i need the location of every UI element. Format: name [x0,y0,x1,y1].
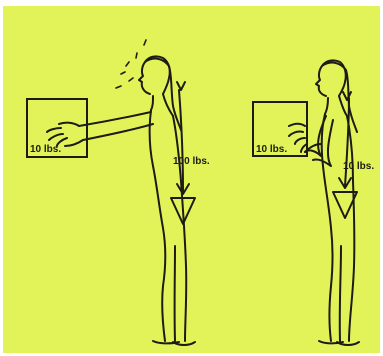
left-load-label: 100 lbs. [173,156,210,167]
right-load-label: 10 lbs. [343,161,374,172]
right-load-line [345,98,349,186]
right-figure: 10 lbs. 10 lbs. [253,60,374,345]
left-figure: 10 lbs. 100 lbs [27,40,210,345]
right-box-label: 10 lbs. [256,144,287,155]
left-arm-lower [83,124,153,140]
illustration-panel: 10 lbs. 100 lbs [3,6,380,353]
lifting-posture-diagram: 10 lbs. 100 lbs [3,6,380,353]
left-arm-upper [79,112,151,126]
